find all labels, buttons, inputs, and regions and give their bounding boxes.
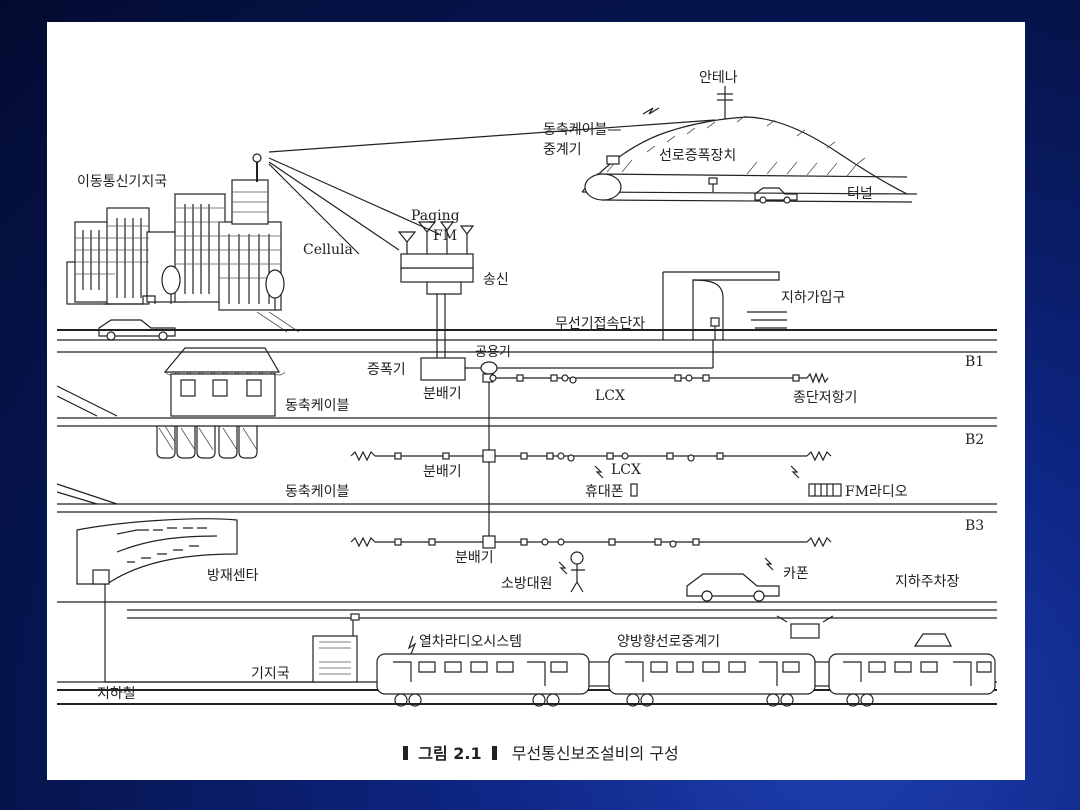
- label-splitter-b2: 분배기: [423, 464, 462, 480]
- train-car-1: [376, 635, 590, 707]
- label-bidir-repeater: 양방향선로중계기: [617, 634, 720, 650]
- label-coax-b2: 동축케이블: [285, 484, 350, 500]
- label-antenna: 안테나: [699, 70, 738, 86]
- label-subway-entrance: 지하가입구: [781, 290, 846, 306]
- label-tunnel: 터널: [847, 186, 873, 202]
- label-level-b2: B2: [965, 432, 984, 448]
- caption-bar-left: [403, 746, 409, 760]
- label-cellphone: 휴대폰: [585, 484, 624, 500]
- label-carphone: 카폰: [783, 566, 809, 582]
- label-parking: 지하주차장: [895, 574, 960, 590]
- label-coax-repeater-1: 동축케이블—: [543, 122, 621, 138]
- label-coax-b1: 동축케이블: [285, 398, 350, 414]
- b2-level: [56, 425, 842, 505]
- figure-title: 무선통신보조설비의 구성: [511, 744, 679, 763]
- train-car-3: [828, 633, 996, 707]
- label-lcx-b2: LCX: [611, 462, 641, 478]
- label-level-b3: B3: [965, 518, 984, 534]
- label-train-radio: 열차라디오시스템: [419, 634, 522, 650]
- label-cellula: Cellula: [303, 242, 353, 258]
- label-splitter-b3: 분배기: [455, 550, 494, 566]
- subway-entrance: [662, 271, 787, 340]
- label-base-station-top: 이동통신기지국: [77, 174, 167, 190]
- train-car-2: [608, 653, 816, 707]
- figure-caption: 그림 2.1 무선통신보조설비의 구성: [47, 740, 1025, 764]
- label-fire-center: 방재센타: [207, 568, 259, 584]
- mountain-tunnel: [581, 86, 918, 204]
- b1-level: [56, 340, 829, 542]
- label-splitter-b1: 분배기: [423, 386, 462, 402]
- figure-number: 그림 2.1: [418, 744, 482, 763]
- transmitter-antennas: [397, 221, 475, 358]
- label-wireless-terminal: 무선기접속단자: [555, 316, 645, 332]
- label-paging: Paging: [411, 208, 460, 224]
- label-subway: 지하철: [97, 686, 136, 702]
- diagram-labels: 안테나 동축케이블— 중계기 선로증폭장치 터널 이동통신기지국 Paging …: [77, 70, 984, 702]
- label-transmit: 송신: [483, 272, 509, 288]
- label-coax-repeater-2: 중계기: [543, 142, 582, 158]
- label-terminator: 종단저항기: [793, 390, 857, 406]
- label-line-amp: 선로증폭장치: [659, 148, 736, 164]
- label-fm: FM: [433, 228, 457, 244]
- slide-page: 안테나 동축케이블— 중계기 선로증폭장치 터널 이동통신기지국 Paging …: [47, 22, 1025, 780]
- label-amplifier: 증폭기: [367, 362, 406, 378]
- subway-train-section: [57, 609, 997, 707]
- label-firefighter: 소방대원: [501, 576, 553, 592]
- label-combiner: 공용기: [475, 345, 511, 360]
- radio-link-lines: [268, 119, 716, 255]
- city-buildings: [66, 153, 300, 341]
- label-lcx-b1: LCX: [595, 388, 625, 404]
- wireless-comm-system-diagram: 안테나 동축케이블— 중계기 선로증폭장치 터널 이동통신기지국 Paging …: [56, 70, 997, 707]
- label-level-b1: B1: [965, 354, 984, 370]
- label-base-station-bottom: 기지국: [251, 666, 290, 682]
- label-fm-radio: FM라디오: [845, 484, 908, 500]
- b3-level: [76, 518, 832, 683]
- caption-bar-right: [491, 746, 497, 760]
